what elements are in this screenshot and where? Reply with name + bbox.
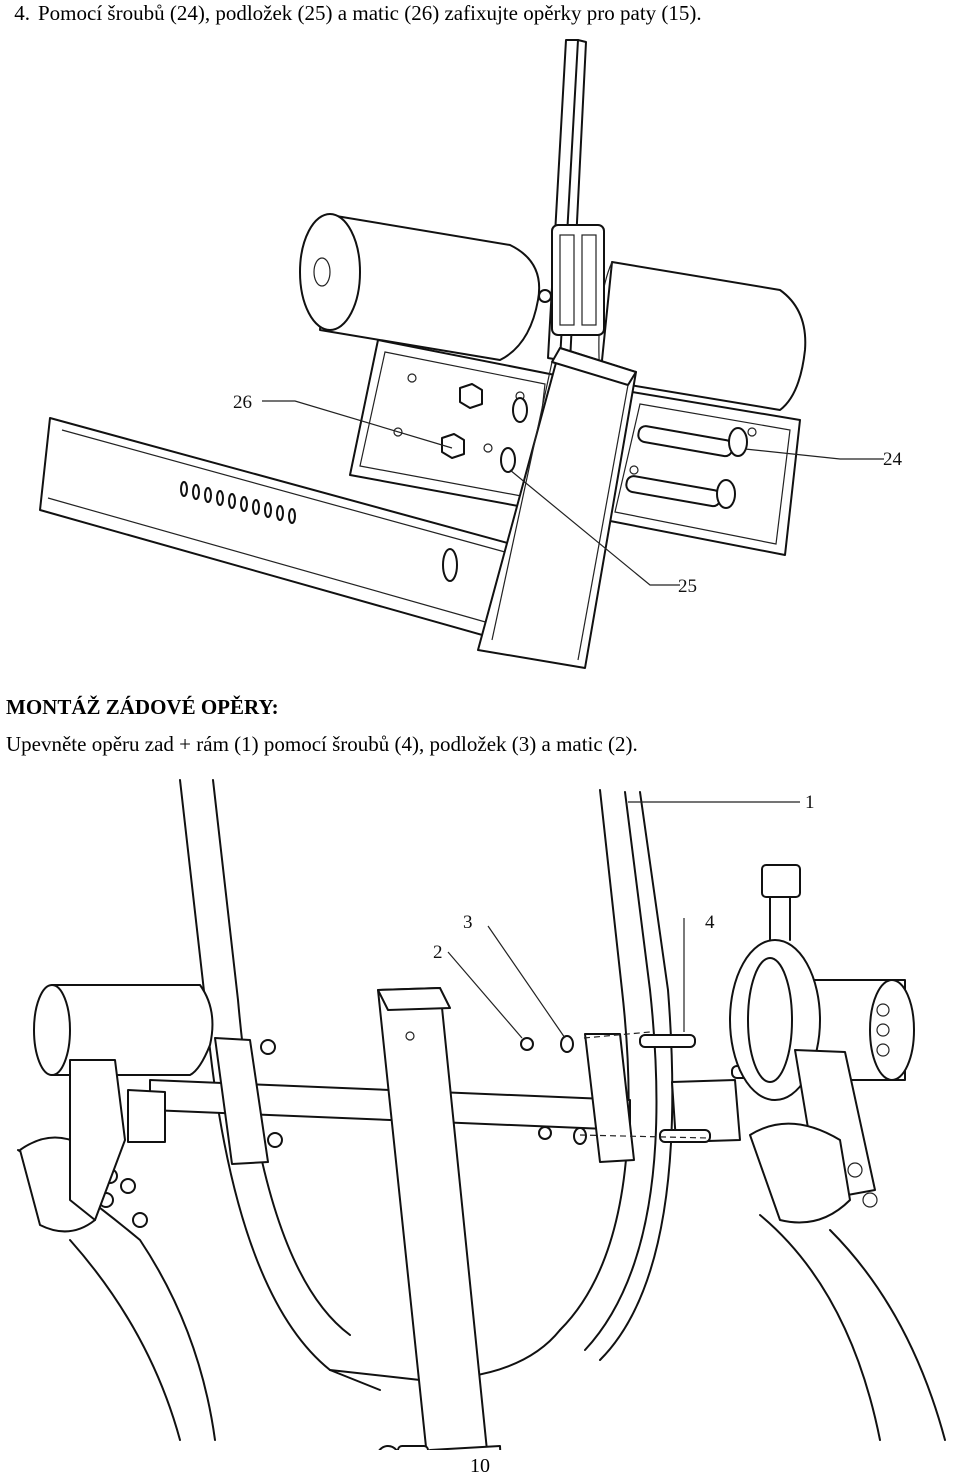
section-heading: MONTÁŽ ZÁDOVÉ OPĚRY: xyxy=(6,695,279,719)
leader-lines xyxy=(262,400,884,586)
adjustment-holes xyxy=(180,481,458,582)
leader-lines xyxy=(447,801,800,1139)
left-foam-roller xyxy=(299,213,541,361)
section-instruction: Upevněte opěru zad + rám (1) pomocí šrou… xyxy=(6,732,638,756)
bolts-24 xyxy=(625,425,748,509)
step-4-instruction: 4. Pomocí šroubů (24), podložek (25) a m… xyxy=(14,0,702,26)
left-roller-and-leg xyxy=(17,984,216,1441)
mounting-brackets xyxy=(127,1033,741,1165)
left-mounting-plate xyxy=(349,339,556,511)
step-text: Pomocí šroubů (24), podložek (25) a mati… xyxy=(38,1,702,25)
callout-2: 2 xyxy=(433,942,443,963)
callout-4: 4 xyxy=(705,912,715,933)
right-foam-roller xyxy=(598,261,807,411)
backrest-assembly-diagram: 1 4 3 2 xyxy=(17,779,946,1450)
callout-24: 24 xyxy=(883,449,903,470)
page-number: 10 xyxy=(470,1455,490,1477)
callout-3: 3 xyxy=(463,912,473,933)
callout-25: 25 xyxy=(678,576,697,597)
right-roller-and-leg xyxy=(729,864,946,1441)
callout-1: 1 xyxy=(805,792,815,813)
step-number: 4. xyxy=(14,1,30,25)
pivot-bracket xyxy=(538,224,605,336)
callout-26: 26 xyxy=(233,392,252,413)
heel-rest-assembly-diagram: 26 24 25 xyxy=(39,39,903,669)
right-mounting-plate xyxy=(604,391,801,556)
center-square-tube xyxy=(377,987,502,1450)
